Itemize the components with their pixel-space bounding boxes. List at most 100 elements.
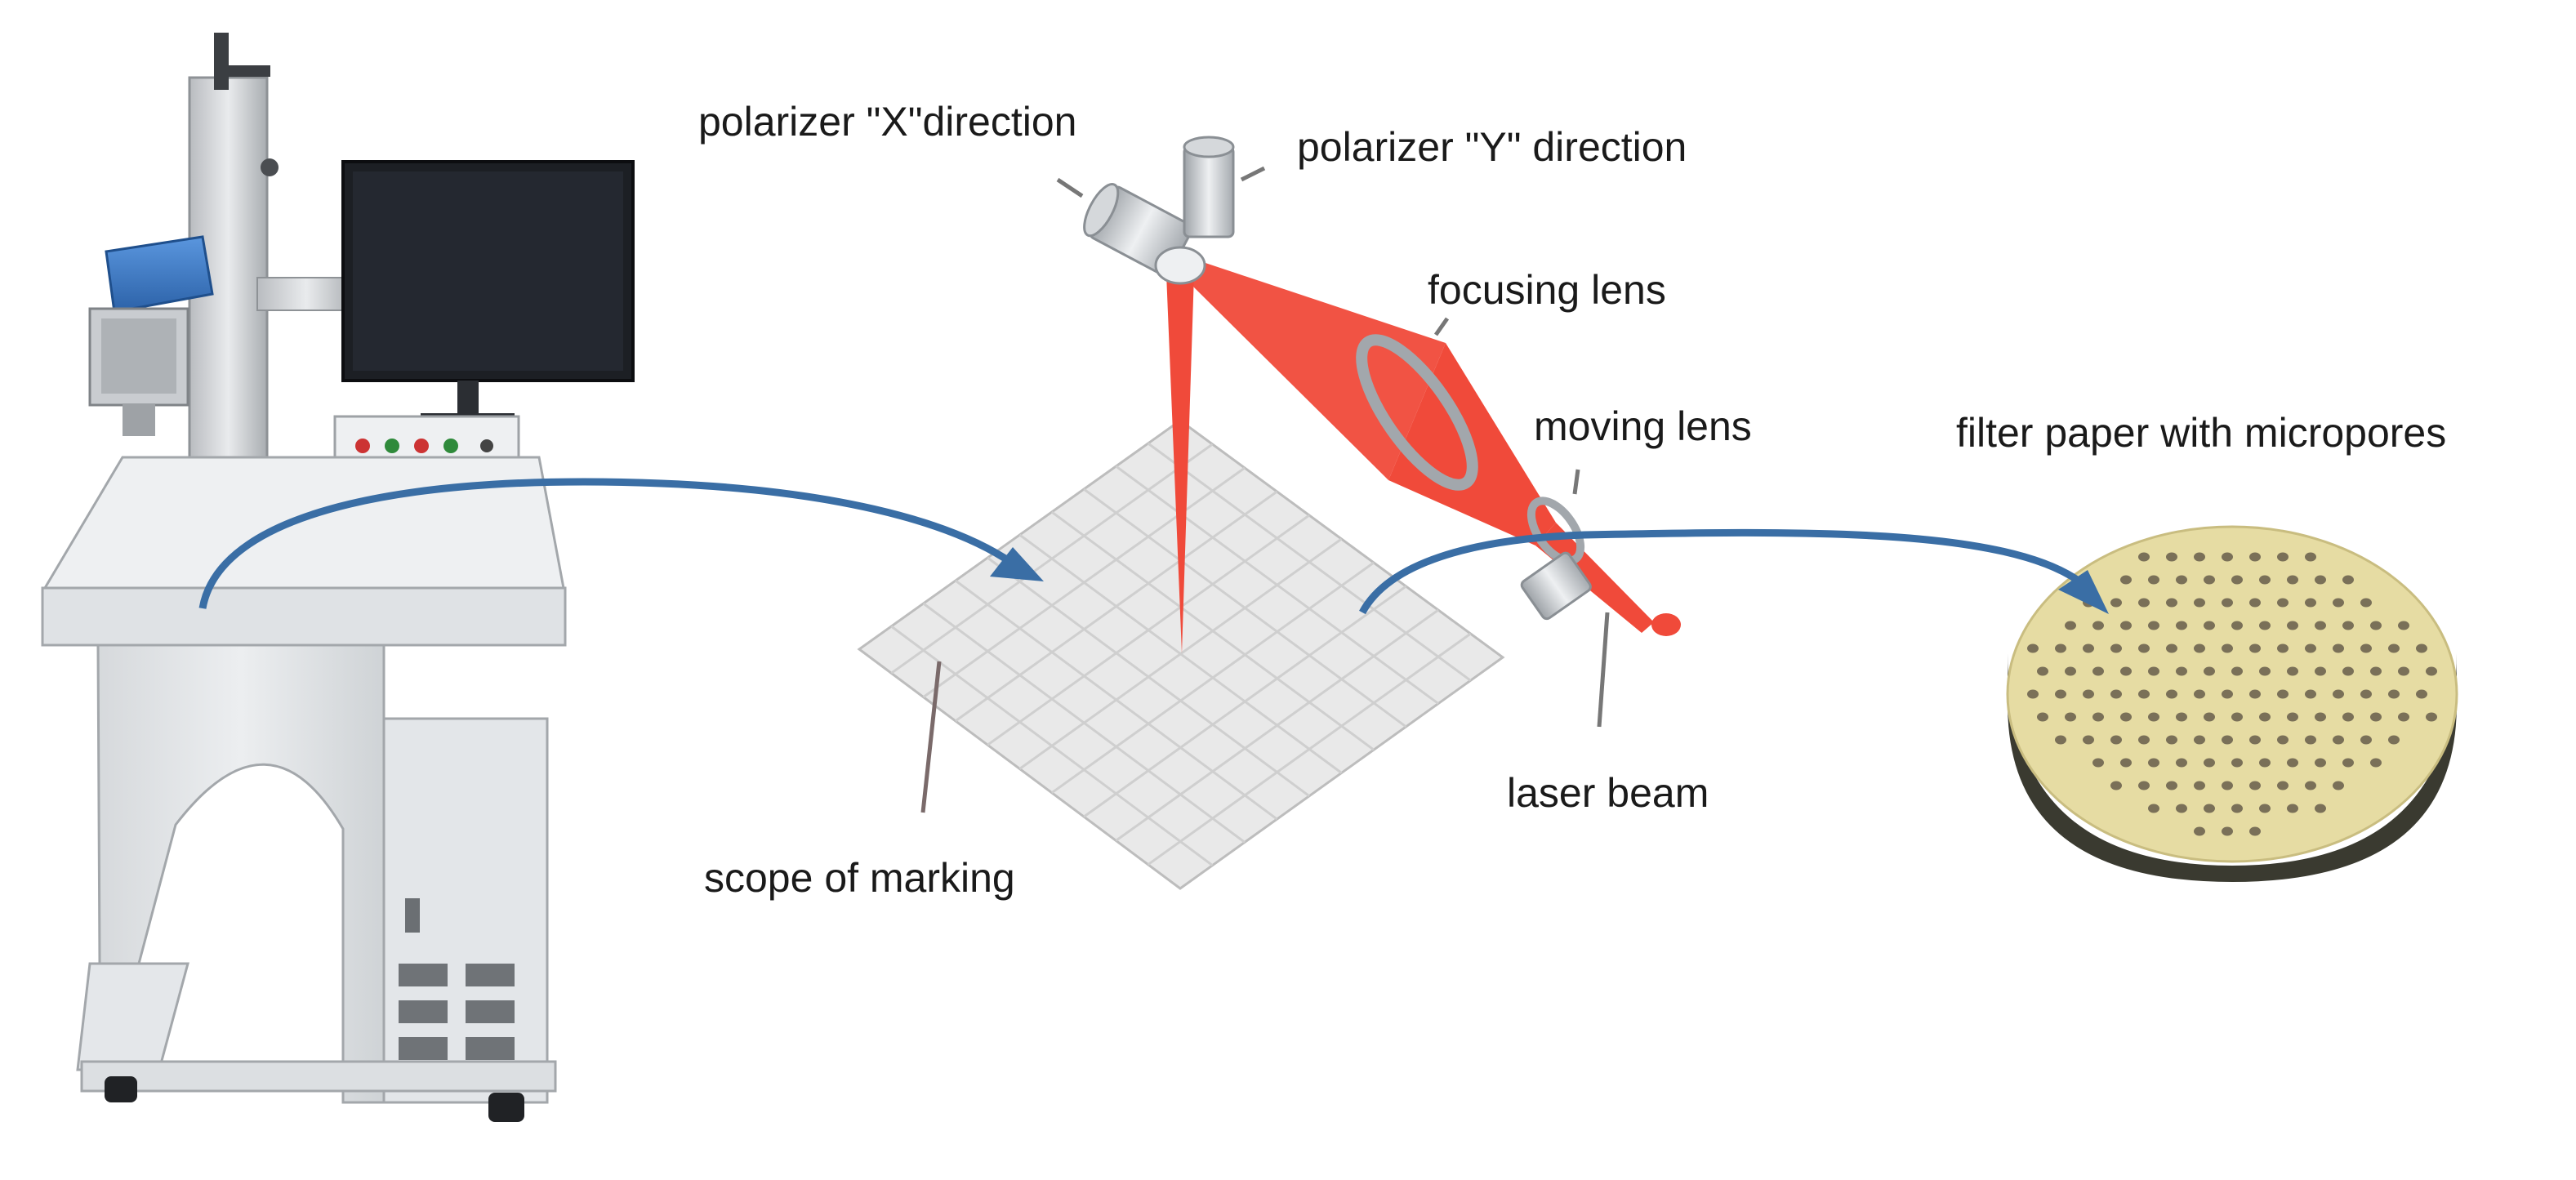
micropore — [2249, 735, 2261, 745]
micropore — [2287, 758, 2298, 768]
micropore — [2315, 575, 2326, 585]
micropore — [2065, 621, 2076, 630]
micropore — [2231, 621, 2243, 630]
machine-column-top-knob — [214, 33, 229, 90]
micropore — [2222, 598, 2233, 608]
micropore — [2333, 781, 2344, 790]
filter-paper — [2006, 525, 2458, 882]
micropore — [2315, 666, 2326, 676]
label-polarizer-y: polarizer "Y" direction — [1297, 124, 1687, 170]
machine-table-front — [41, 586, 567, 647]
label-filter-paper: filter paper with micropores — [1956, 410, 2447, 456]
micropore — [2426, 712, 2437, 722]
micropore — [2287, 666, 2298, 676]
grid-line — [987, 556, 1310, 798]
label-polarizer-x: polarizer "X"direction — [698, 99, 1077, 145]
micropore — [2305, 735, 2316, 745]
micropore — [2287, 621, 2298, 630]
micropore — [2176, 758, 2187, 768]
machine-base-foot — [76, 962, 189, 1071]
micropore — [2166, 643, 2177, 653]
micropore — [2388, 689, 2400, 699]
micropore — [2315, 621, 2326, 630]
micropore — [2305, 643, 2316, 653]
micropore — [2092, 621, 2104, 630]
pointer-polarizer-x — [1056, 177, 1084, 198]
focusing-lens — [1356, 334, 1478, 491]
micropore — [2360, 598, 2372, 608]
micropore — [2259, 575, 2271, 585]
moving-lens — [1520, 496, 1592, 621]
micropore — [2222, 735, 2233, 745]
arrow-machine-to-grid — [198, 478, 1015, 609]
micropore — [2249, 826, 2261, 836]
micropores — [2027, 552, 2437, 836]
micropore — [2148, 758, 2159, 768]
micropore — [2194, 689, 2205, 699]
micropore — [2259, 666, 2271, 676]
micropore — [2249, 781, 2261, 790]
micropore — [2194, 735, 2205, 745]
micropore — [2249, 552, 2261, 562]
monitor — [341, 160, 635, 423]
arrow-head-paper — [2058, 570, 2109, 614]
machine-door-lock — [405, 898, 420, 933]
micropore — [2222, 781, 2233, 790]
micropore — [2259, 621, 2271, 630]
micropore — [2176, 621, 2187, 630]
micropore — [2231, 712, 2243, 722]
machine-vents — [399, 964, 515, 1060]
machine-column-handle — [225, 65, 270, 77]
micropore — [2138, 552, 2150, 562]
arrow-grid-to-paper — [1359, 528, 2085, 615]
micropore — [2204, 666, 2215, 676]
micropore — [2287, 712, 2298, 722]
marking-area-grid — [857, 419, 1505, 890]
micropore — [2222, 689, 2233, 699]
micropore — [2342, 758, 2354, 768]
grid-line — [1115, 608, 1439, 842]
micropore — [2398, 666, 2409, 676]
micropore — [2259, 804, 2271, 813]
micropore — [2416, 689, 2427, 699]
micropore — [2370, 666, 2382, 676]
micropore — [2120, 575, 2132, 585]
micropore — [2287, 804, 2298, 813]
micropore — [2204, 621, 2215, 630]
micropore — [2138, 598, 2150, 608]
micropore — [2120, 666, 2132, 676]
micropore — [2055, 735, 2066, 745]
grid-line — [1050, 561, 1375, 795]
micropore — [2027, 643, 2039, 653]
micropore — [2166, 552, 2177, 562]
machine-cabinet — [96, 643, 386, 1104]
micropore — [2083, 689, 2094, 699]
micropore — [2138, 689, 2150, 699]
micropore — [2176, 575, 2187, 585]
laser-beam-end — [1651, 613, 1681, 636]
micropore — [2037, 666, 2048, 676]
micropore — [2315, 804, 2326, 813]
monitor-arm — [256, 277, 356, 311]
micropore — [2176, 712, 2187, 722]
micropore — [2148, 666, 2159, 676]
micropore — [2065, 712, 2076, 722]
micropore — [2194, 643, 2205, 653]
micropore — [2166, 781, 2177, 790]
micropore — [2277, 735, 2289, 745]
micropore — [2277, 598, 2289, 608]
grid-line — [890, 625, 1214, 866]
micropore — [2110, 598, 2122, 608]
micropore — [2222, 643, 2233, 653]
micropore — [2120, 712, 2132, 722]
micropore — [2110, 735, 2122, 745]
polarizer-y — [1183, 136, 1235, 238]
grid-line — [955, 579, 1278, 821]
micropore — [2204, 758, 2215, 768]
micropore — [2305, 552, 2316, 562]
micropore — [2287, 575, 2298, 585]
grid-line — [1147, 632, 1472, 866]
micropore — [2092, 758, 2104, 768]
micropore — [2083, 643, 2094, 653]
